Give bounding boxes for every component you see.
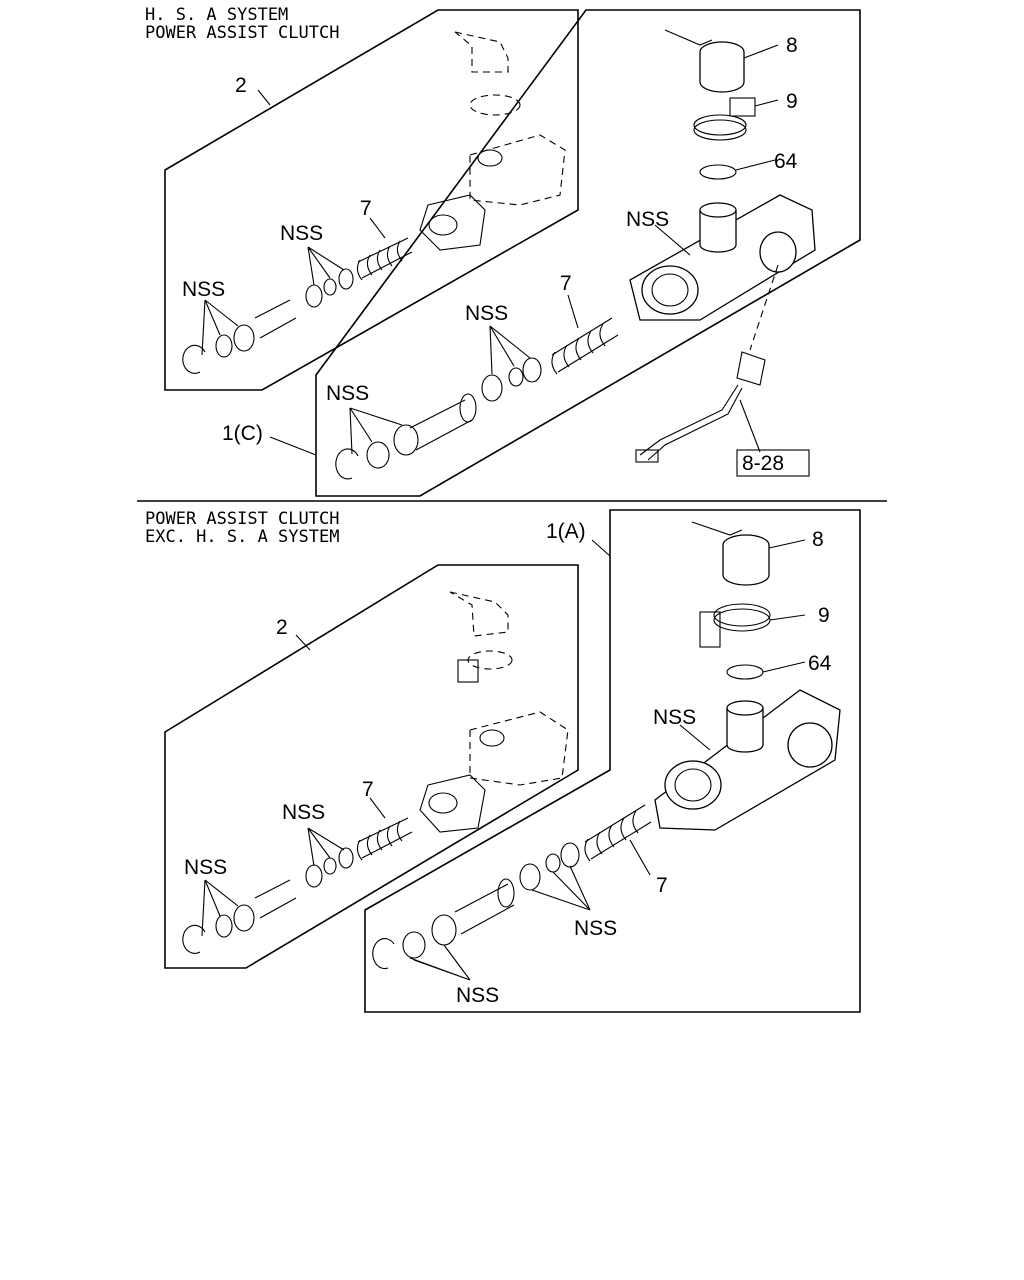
label-nss-assembly-piston: NSS	[456, 984, 499, 1007]
frame-assembly	[315, 9, 861, 497]
leader-lines-bottom	[201, 539, 806, 981]
section-title-line-1: H. S. A SYSTEM	[145, 5, 288, 25]
label-part-d-assembly: 7	[656, 874, 668, 897]
label-inner-kit: 2	[235, 74, 247, 97]
frame-inner-kit	[164, 564, 579, 969]
reference-box	[736, 449, 810, 477]
section-title-line-2: POWER ASSIST CLUTCH	[145, 23, 339, 43]
section-exc-hsa-system: POWER ASSIST CLUTCH EXC. H. S. A SYSTEM	[145, 509, 861, 1013]
label-nss-kit-piston: NSS	[184, 856, 227, 879]
inner-kit-parts	[182, 31, 566, 374]
assembly-parts	[335, 29, 816, 480]
label-part-b: 9	[818, 604, 830, 627]
section-title-line-1: POWER ASSIST CLUTCH	[145, 509, 339, 529]
label-part-c: 64	[774, 150, 798, 173]
section-hsa-system: H. S. A SYSTEM POWER ASSIST CLUTCH	[145, 5, 861, 497]
section-title-line-2: EXC. H. S. A SYSTEM	[145, 527, 339, 547]
label-assembly: 1(A)	[546, 520, 586, 543]
inner-kit-parts	[182, 591, 569, 954]
label-assembly: 1(C)	[222, 422, 263, 445]
label-part-c: 64	[808, 652, 832, 675]
label-nss-kit-seals: NSS	[282, 801, 325, 824]
label-nss-body: NSS	[653, 706, 696, 729]
leader-lines-top	[201, 44, 779, 456]
label-nss-assembly-piston: NSS	[326, 382, 369, 405]
label-part-d-assembly: 7	[560, 272, 572, 295]
label-nss-body: NSS	[626, 208, 669, 231]
label-part-a: 8	[812, 528, 824, 551]
label-nss-assembly-seals: NSS	[574, 917, 617, 940]
label-part-a: 8	[786, 34, 798, 57]
label-nss-kit-piston: NSS	[182, 278, 225, 301]
label-reference: 8-28	[742, 452, 784, 475]
label-nss-kit-seals: NSS	[280, 222, 323, 245]
label-nss-assembly-seals: NSS	[465, 302, 508, 325]
label-part-d-kit: 7	[362, 778, 374, 801]
frame-assembly	[364, 509, 861, 1013]
frame-inner-kit	[164, 9, 579, 391]
label-part-d-kit: 7	[360, 197, 372, 220]
label-part-b: 9	[786, 90, 798, 113]
assembly-parts	[372, 521, 841, 970]
label-inner-kit: 2	[276, 616, 288, 639]
